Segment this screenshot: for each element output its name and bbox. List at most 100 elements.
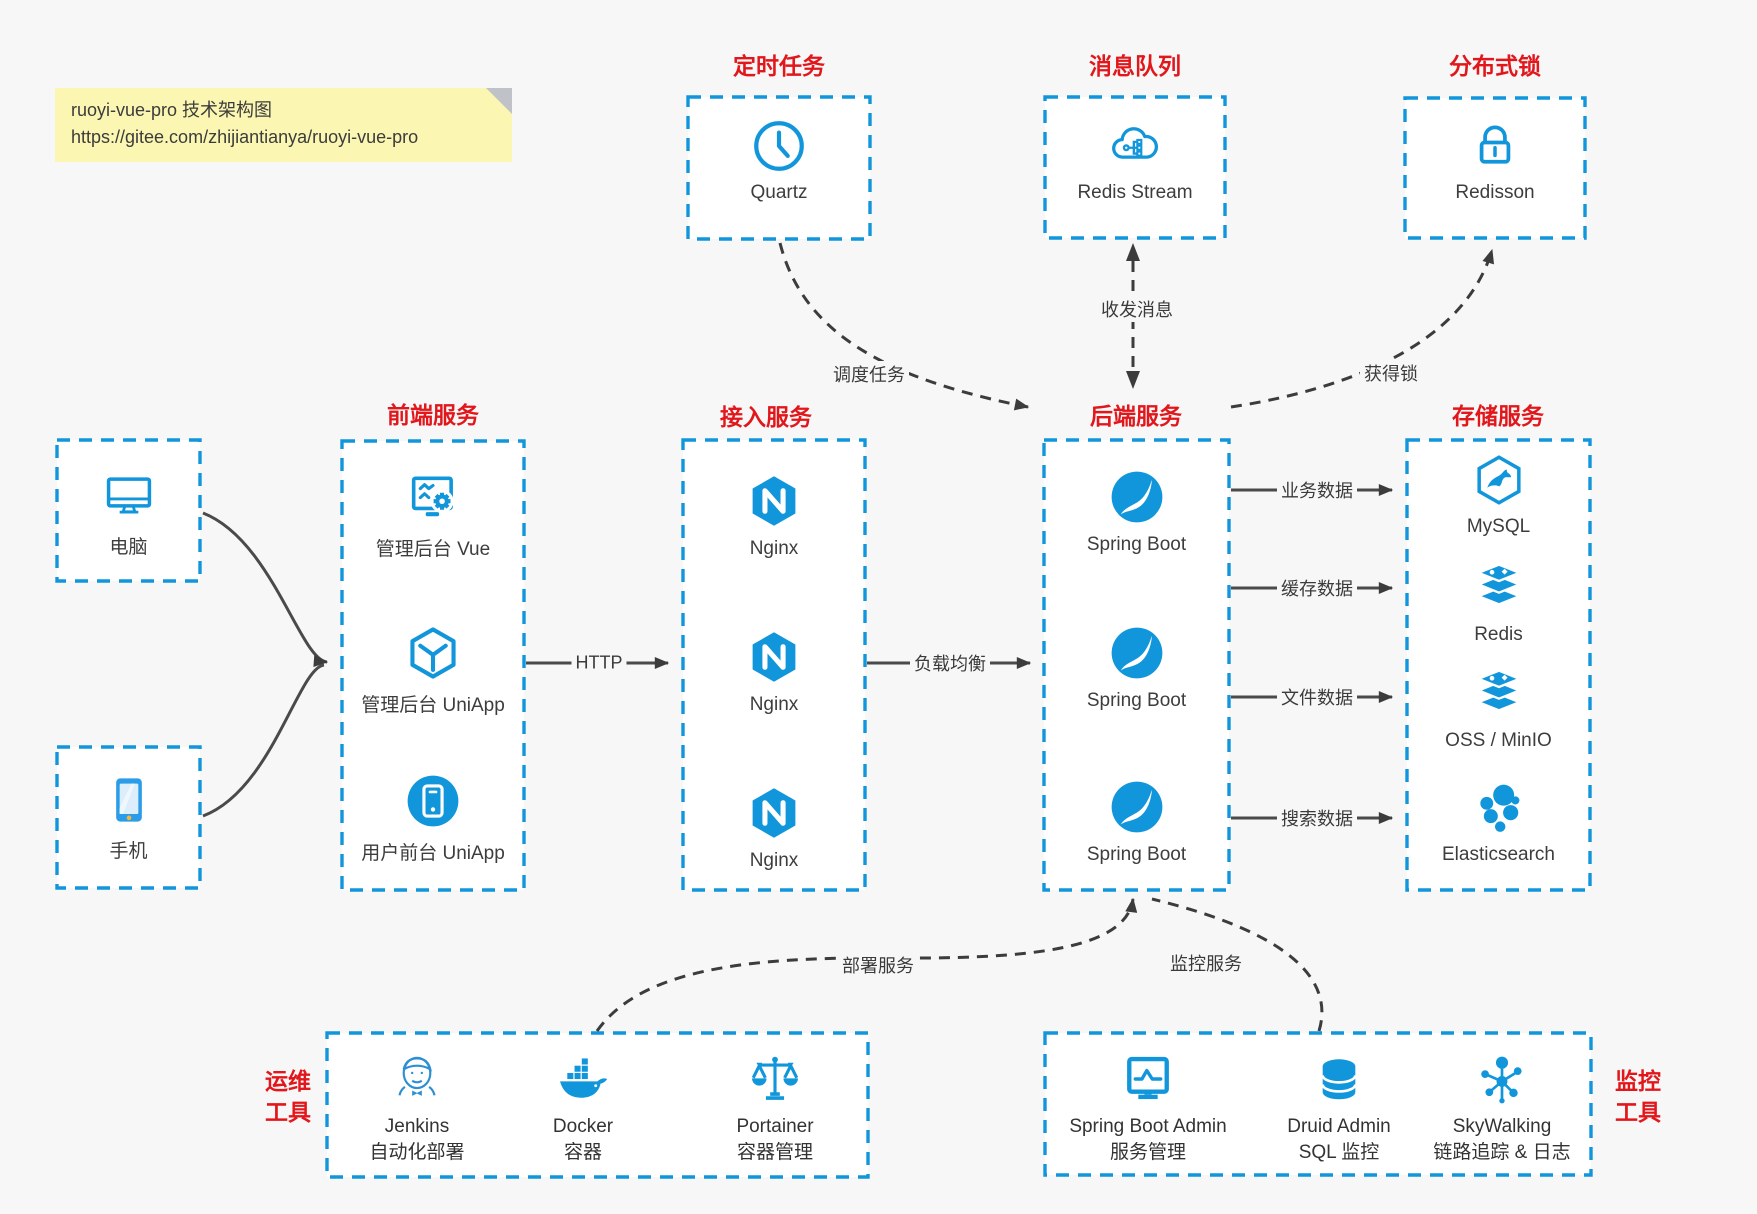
- node-label: Quartz: [750, 182, 808, 203]
- node-label: Redis: [1474, 624, 1523, 645]
- tool-desc: 容器: [563, 1142, 602, 1163]
- spring-boot-icon: [1111, 627, 1162, 679]
- lock-icon: [1479, 125, 1511, 164]
- tool-name: Docker: [552, 1116, 614, 1137]
- node-spring-2: Spring Boot: [1044, 624, 1229, 712]
- edge-label-messages: 收发消息: [1097, 296, 1177, 322]
- note-title: ruoyi-vue-pro 技术架构图: [71, 100, 273, 120]
- title-frontend: 前端服务: [387, 402, 479, 428]
- node-elasticsearch: Elasticsearch: [1407, 780, 1590, 866]
- edge-messages-arrow-down: [1126, 371, 1140, 389]
- node-pc: 电脑: [57, 468, 200, 559]
- tool-desc: 自动化部署: [369, 1142, 465, 1163]
- mysql-icon: [1476, 455, 1521, 505]
- nginx-icon: [752, 632, 796, 682]
- node-label: 管理后台 UniApp: [361, 695, 505, 716]
- node-label: Spring Boot: [1086, 844, 1187, 865]
- node-label: Redis Stream: [1077, 182, 1193, 203]
- druid-icon: [1321, 1059, 1357, 1100]
- portainer-icon: [751, 1056, 799, 1100]
- spring-boot-icon: [1111, 471, 1162, 523]
- node-skywalking: SkyWalking 链路追踪 & 日志: [1412, 1050, 1592, 1166]
- smartphone-icon: [115, 778, 142, 822]
- elasticsearch-icon: [1479, 784, 1519, 832]
- title-gateway: 接入服务: [720, 404, 812, 430]
- edge-phone-frontend: [202, 663, 325, 818]
- node-label: Redisson: [1455, 182, 1535, 203]
- tool-desc: 链路追踪 & 日志: [1433, 1142, 1571, 1163]
- node-quartz: Quartz: [688, 118, 870, 204]
- edge-messages-arrow-up: [1126, 243, 1140, 261]
- tool-name: Spring Boot Admin: [1069, 1116, 1227, 1137]
- node-jenkins: Jenkins 自动化部署: [332, 1050, 502, 1166]
- node-spring-1: Spring Boot: [1044, 468, 1229, 556]
- edge-acquire-lock: [1230, 248, 1495, 409]
- node-docker: Docker 容器: [498, 1050, 668, 1166]
- redis-icon: [1474, 563, 1523, 606]
- node-admin-vue: 管理后台 Vue: [342, 468, 524, 561]
- node-label: 电脑: [109, 537, 148, 558]
- node-label: 用户前台 UniApp: [361, 843, 505, 864]
- title-backend: 后端服务: [1090, 403, 1182, 429]
- node-oss-minio: OSS / MinIO: [1407, 666, 1590, 752]
- nginx-icon: [752, 788, 796, 838]
- title-storage: 存储服务: [1452, 403, 1544, 429]
- desktop-icon: [106, 477, 151, 514]
- node-nginx-1: Nginx: [683, 472, 865, 560]
- title-scheduled: 定时任务: [733, 53, 825, 79]
- node-redis-stream: Redis Stream: [1045, 118, 1225, 204]
- edge-label-biz-data: 业务数据: [1277, 477, 1357, 503]
- spring-boot-icon: [1111, 781, 1162, 833]
- tool-name: Portainer: [736, 1116, 814, 1137]
- node-admin-uniapp: 管理后台 UniApp: [342, 624, 524, 717]
- monitoring-box: [1043, 1031, 1593, 1177]
- tool-name: Jenkins: [384, 1116, 450, 1137]
- node-spring-3: Spring Boot: [1044, 778, 1229, 866]
- edge-label-deploy: 部署服务: [838, 952, 918, 978]
- node-druid-admin: Druid Admin SQL 监控: [1249, 1050, 1429, 1166]
- node-label: Nginx: [749, 538, 799, 559]
- tool-desc: 容器管理: [736, 1142, 813, 1163]
- cloud-stream-icon: [1112, 127, 1158, 159]
- tool-desc: SQL 监控: [1298, 1142, 1380, 1163]
- node-label: OSS / MinIO: [1445, 730, 1552, 751]
- edge-label-cache-data: 缓存数据: [1277, 575, 1357, 601]
- user-app-icon: [407, 775, 459, 827]
- title-devops: 运维 工具: [265, 1068, 311, 1125]
- admin-vue-icon: [411, 476, 454, 517]
- redisson-box: [1403, 96, 1587, 240]
- node-redisson: Redisson: [1405, 118, 1585, 204]
- jenkins-icon: [398, 1056, 436, 1096]
- storage-box: [1405, 438, 1592, 892]
- tool-desc: 服务管理: [1109, 1142, 1186, 1163]
- redis-stream-box: [1043, 95, 1227, 240]
- node-label: 管理后台 Vue: [375, 539, 491, 560]
- node-label: MySQL: [1466, 516, 1531, 537]
- node-label: Nginx: [749, 850, 799, 871]
- spring-boot-admin-icon: [1127, 1056, 1169, 1100]
- node-label: 手机: [109, 841, 148, 862]
- title-dlock: 分布式锁: [1449, 53, 1541, 79]
- node-label: Spring Boot: [1086, 690, 1187, 711]
- note-fold-corner-icon: [486, 88, 512, 114]
- tool-name: Druid Admin: [1287, 1116, 1391, 1137]
- node-spring-boot-admin: Spring Boot Admin 服务管理: [1058, 1050, 1238, 1166]
- nginx-icon: [752, 476, 796, 526]
- edge-label-acquire-lock: 获得锁: [1360, 360, 1422, 386]
- node-label: Elasticsearch: [1442, 844, 1555, 865]
- edge-monitor: [1151, 897, 1324, 1032]
- note-url: https://gitee.com/zhijiantianya/ruoyi-vu…: [71, 127, 419, 147]
- sticky-note: ruoyi-vue-pro 技术架构图 https://gitee.com/zh…: [55, 88, 512, 162]
- edge-label-schedule: 调度任务: [829, 361, 909, 387]
- skywalking-icon: [1481, 1056, 1522, 1104]
- node-label: Nginx: [749, 694, 799, 715]
- oss-minio-icon: [1474, 669, 1523, 712]
- node-redis: Redis: [1407, 560, 1590, 646]
- node-portainer: Portainer 容器管理: [690, 1050, 860, 1166]
- tool-name: SkyWalking: [1452, 1116, 1552, 1137]
- node-nginx-2: Nginx: [683, 628, 865, 716]
- edge-label-file-data: 文件数据: [1277, 684, 1357, 710]
- node-label: Spring Boot: [1086, 534, 1187, 555]
- edge-label-http: HTTP: [571, 652, 627, 674]
- edge-label-monitor: 监控服务: [1166, 950, 1246, 976]
